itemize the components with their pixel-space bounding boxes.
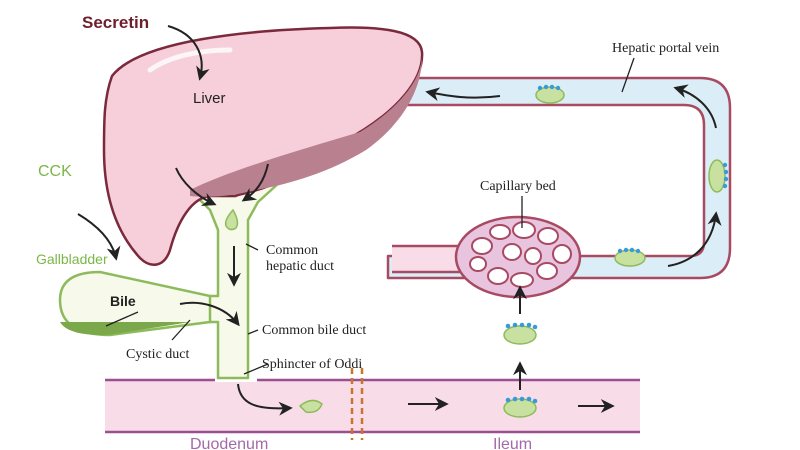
common-bile-duct-label: Common bile duct — [262, 323, 366, 338]
bile-droplet — [298, 399, 323, 414]
sphincter-marker — [350, 368, 364, 440]
liver — [102, 26, 424, 266]
flow-arrows — [77, 25, 722, 416]
duodenum-label: Duodenum — [190, 436, 268, 450]
gallbladder — [58, 270, 212, 337]
vesicle — [614, 247, 646, 267]
bile-label: Bile — [110, 293, 136, 309]
cystic-duct-label: Cystic duct — [126, 347, 189, 362]
vesicle — [503, 322, 538, 345]
capillary-bed-label: Capillary bed — [480, 179, 556, 194]
secretin-label: Secretin — [82, 13, 149, 32]
vesicle — [708, 159, 729, 193]
sphincter-label: Sphincter of Oddi — [262, 357, 362, 372]
liver-label: Liver — [193, 90, 226, 107]
portal-vein-label: Hepatic portal vein — [612, 41, 719, 56]
common-hepatic-duct-label-line1: Common — [266, 243, 318, 258]
common-hepatic-duct-label-line2: hepatic duct — [266, 259, 334, 274]
vesicle — [503, 396, 538, 418]
capillary-bed — [454, 215, 582, 299]
intestine — [105, 376, 640, 434]
ileum-label: Ileum — [493, 436, 532, 450]
cck-label: CCK — [38, 163, 72, 180]
leader-lines — [105, 57, 635, 375]
vesicle — [535, 84, 565, 104]
gallbladder-label: Gallbladder — [36, 251, 108, 267]
